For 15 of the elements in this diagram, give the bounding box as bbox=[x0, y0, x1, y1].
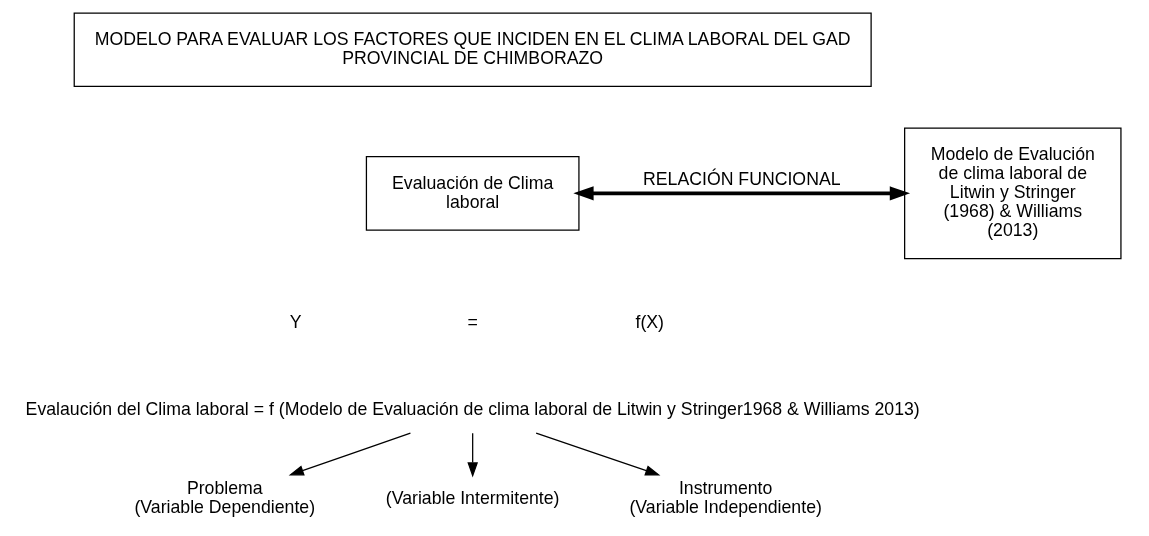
node-box: MODELO PARA EVALUAR LOS FACTORES QUE INCIDEN EN EL CLIMA LABORAL DEL GAD PROVINCIAL DE CHIMBORAZO bbox=[73, 12, 872, 88]
arrow bbox=[535, 432, 661, 476]
label: Y bbox=[289, 311, 302, 332]
node-box: Modelo de Evalución de clima laboral de Litwin y Stringer (1968) & Williams (2013) bbox=[904, 127, 1122, 260]
node-text: Instrumento (Variable Independiente) bbox=[629, 478, 822, 518]
node-box: Evaluación de Clima laboral bbox=[365, 156, 580, 231]
label: = bbox=[467, 311, 478, 332]
label: f(X) bbox=[635, 311, 665, 332]
node-text: Evalaución del Clima laboral = f (Modelo de Evaluación de clima laboral de Litwin y Stringer1968 & Williams 2013) bbox=[25, 398, 920, 419]
edge-label: RELACIÓN FUNCIONAL bbox=[643, 168, 841, 189]
node-text: Problema (Variable Dependiente) bbox=[134, 478, 316, 518]
arrow bbox=[467, 432, 478, 478]
arrow bbox=[288, 432, 412, 476]
arrow bbox=[573, 186, 911, 201]
node-text: (Variable Intermitente) bbox=[385, 487, 560, 508]
